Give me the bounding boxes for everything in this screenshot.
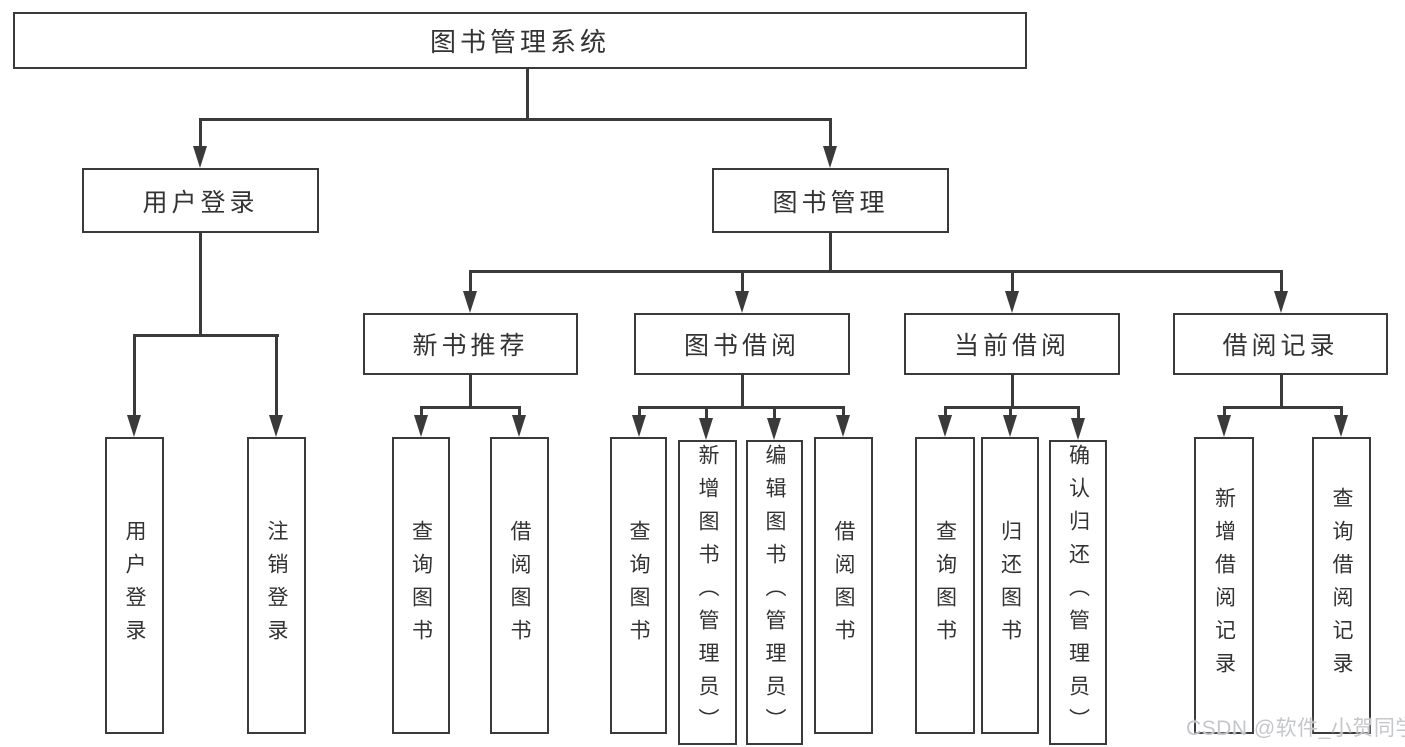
node-borrowing-records: 借阅记录 — [1173, 313, 1388, 375]
connector-line — [1223, 406, 1343, 409]
connector-line — [133, 334, 136, 418]
connector-line — [1009, 406, 1012, 418]
node-book-management: 图书管理 — [712, 168, 949, 233]
connector-line — [741, 375, 744, 408]
leaf-recommend-query-books-label: 查询图书 — [409, 519, 433, 652]
arrow-down-icon — [1274, 291, 1288, 313]
leaf-borrowing-query-books-label: 查询图书 — [627, 519, 650, 652]
connector-line — [1280, 375, 1283, 408]
arrow-down-icon — [1334, 415, 1348, 437]
leaf-logout: 注销登录 — [247, 437, 306, 734]
leaf-borrowing-borrow-books: 借阅图书 — [814, 437, 873, 734]
arrow-down-icon — [269, 415, 283, 437]
connector-line — [705, 406, 708, 420]
connector-line — [469, 375, 472, 408]
leaf-add-borrow-record: 新增借阅记录 — [1194, 437, 1254, 734]
leaf-query-borrow-record-label: 查询借阅记录 — [1330, 486, 1353, 685]
arrow-down-icon — [414, 415, 428, 437]
connector-line — [199, 118, 202, 152]
arrow-down-icon — [823, 146, 837, 168]
connector-line — [275, 334, 278, 418]
connector-line — [469, 270, 1283, 273]
node-book-management-label: 图书管理 — [772, 188, 889, 217]
leaf-confirm-return-admin: 确认归还（管理员） — [1049, 440, 1107, 745]
connector-line — [199, 118, 832, 121]
connector-line — [1223, 406, 1226, 418]
node-book-borrowing-label: 图书借阅 — [683, 332, 800, 360]
leaf-recommend-borrow-books: 借阅图书 — [490, 437, 549, 734]
leaf-current-query-books: 查询图书 — [915, 437, 975, 734]
leaf-return-books-label: 归还图书 — [998, 519, 1022, 652]
arrow-down-icon — [463, 291, 477, 313]
leaf-recommend-borrow-books-label: 借阅图书 — [508, 519, 531, 652]
connector-line — [638, 406, 845, 409]
node-library-system: 图书管理系统 — [13, 12, 1027, 69]
connector-line — [944, 406, 1080, 409]
arrow-down-icon — [938, 415, 952, 437]
connector-line — [944, 406, 947, 418]
node-current-borrowing-label: 当前借阅 — [953, 332, 1070, 360]
node-borrowing-records-label: 借阅记录 — [1222, 332, 1339, 360]
connector-line — [133, 334, 279, 337]
node-library-system-label: 图书管理系统 — [429, 27, 610, 57]
arrow-down-icon — [632, 415, 646, 437]
node-book-borrowing: 图书借阅 — [634, 313, 850, 375]
leaf-add-borrow-record-label: 新增借阅记录 — [1212, 486, 1236, 685]
leaf-add-books-admin-label: 新增图书（管理员） — [696, 444, 719, 741]
connector-line — [1011, 270, 1014, 292]
arrow-down-icon — [767, 418, 781, 440]
node-user-login-label: 用户登录 — [142, 188, 259, 217]
arrow-down-icon — [836, 415, 850, 437]
leaf-query-borrow-record: 查询借阅记录 — [1312, 437, 1371, 734]
arrow-down-icon — [699, 418, 713, 440]
arrow-down-icon — [1005, 291, 1019, 313]
connector-line — [420, 406, 423, 418]
leaf-borrowing-borrow-books-label: 借阅图书 — [832, 519, 855, 652]
leaf-user-login: 用户登录 — [105, 437, 164, 734]
arrow-down-icon — [1003, 415, 1017, 437]
connector-line — [1011, 375, 1014, 408]
node-current-borrowing: 当前借阅 — [904, 313, 1120, 375]
connector-line — [469, 270, 472, 292]
arrow-down-icon — [512, 415, 526, 437]
node-new-book-recommend-label: 新书推荐 — [412, 332, 529, 360]
connector-line — [829, 233, 832, 272]
leaf-edit-books-admin-label: 编辑图书（管理员） — [763, 444, 786, 741]
connector-line — [829, 118, 832, 152]
connector-line — [199, 233, 202, 336]
leaf-user-login-label: 用户登录 — [123, 519, 146, 652]
connector-line — [1280, 270, 1283, 292]
connector-line — [842, 406, 845, 418]
arrow-down-icon — [1071, 418, 1085, 440]
leaf-borrowing-query-books: 查询图书 — [610, 437, 667, 734]
connector-line — [420, 406, 521, 409]
connector-line — [1340, 406, 1343, 418]
leaf-logout-label: 注销登录 — [265, 519, 288, 652]
leaf-return-books: 归还图书 — [981, 437, 1039, 734]
connector-line — [1077, 406, 1080, 420]
connector-line — [773, 406, 776, 420]
connector-line — [526, 69, 529, 120]
arrow-down-icon — [1217, 415, 1231, 437]
arrow-down-icon — [735, 291, 749, 313]
csdn-watermark: CSDN @软件_小贺同学 — [1186, 717, 1405, 740]
connector-line — [741, 270, 744, 292]
leaf-confirm-return-admin-label: 确认归还（管理员） — [1066, 444, 1090, 741]
node-new-book-recommend: 新书推荐 — [363, 313, 578, 375]
leaf-current-query-books-label: 查询图书 — [933, 519, 957, 652]
arrow-down-icon — [127, 415, 141, 437]
node-user-login: 用户登录 — [82, 168, 319, 233]
leaf-edit-books-admin: 编辑图书（管理员） — [746, 440, 803, 745]
leaf-recommend-query-books: 查询图书 — [392, 437, 450, 734]
connector-line — [518, 406, 521, 418]
connector-line — [638, 406, 641, 418]
leaf-add-books-admin: 新增图书（管理员） — [678, 440, 737, 745]
arrow-down-icon — [193, 146, 207, 168]
